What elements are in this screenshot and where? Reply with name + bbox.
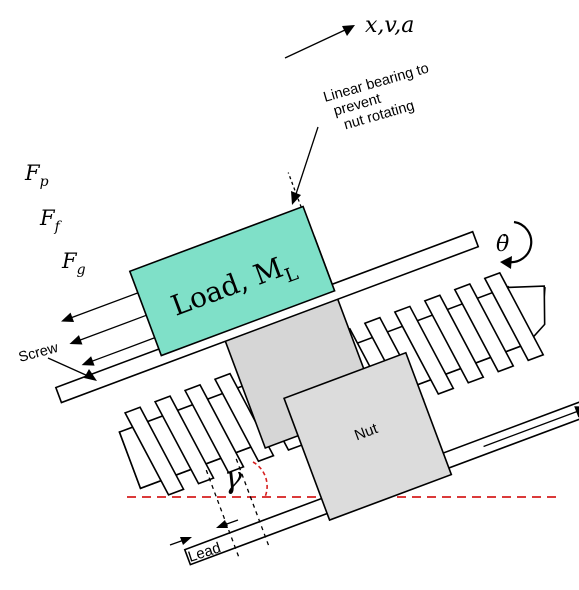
force-f-label: Ff [39, 206, 63, 235]
motion-arrow [342, 25, 355, 36]
screw-thread [183, 383, 245, 474]
theta-dot-label: θ̇ [496, 232, 509, 257]
force-p-label: Fp [24, 161, 49, 190]
load-block [128, 205, 336, 357]
rotation-arrow [507, 220, 533, 264]
bearing-label: Linear bearing to prevent nut rotating [322, 59, 444, 136]
screw-thread [123, 406, 185, 496]
screw-thread [393, 305, 455, 396]
rail-direction-arrow [574, 406, 579, 418]
screw-thread [423, 294, 485, 384]
screw-thread [483, 271, 545, 362]
screw-label: Screw [17, 340, 61, 366]
screw-thread [213, 372, 275, 463]
screw-pointer-arrow [84, 369, 97, 381]
bearing-pointer-arrow [291, 191, 301, 205]
nut [283, 351, 453, 522]
force-g-label: Fg [61, 249, 86, 278]
motion-label: x,v,a [365, 13, 414, 38]
force-arrows [61, 292, 155, 366]
screw-thread [453, 283, 515, 373]
gamma-angle-arc [252, 461, 268, 498]
lead-label: Lead [186, 539, 223, 565]
gamma-label: γ [224, 461, 242, 496]
screw-thread [153, 395, 215, 485]
